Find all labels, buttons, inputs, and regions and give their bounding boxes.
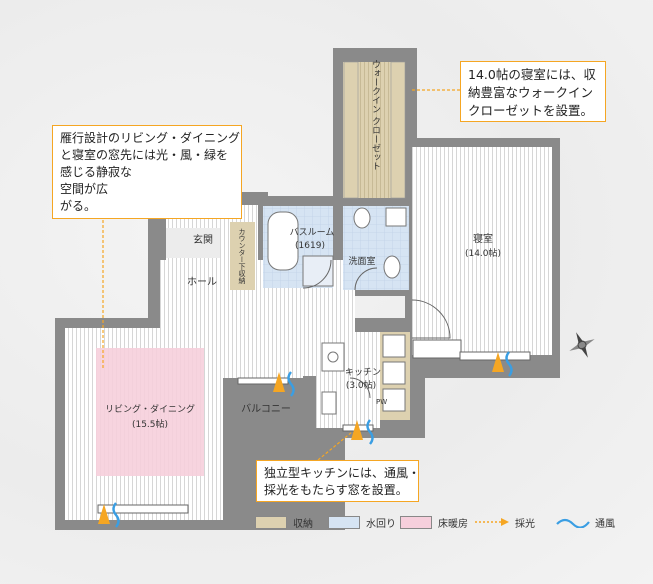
bedroom-note-line: 14.0帖の寝室には、収 bbox=[468, 67, 596, 82]
legend-storage-label: 収納 bbox=[293, 518, 313, 530]
living-note-line: と寝室の窓先には光・風・緑を bbox=[60, 148, 229, 162]
legend-wind-label: 通風 bbox=[595, 518, 615, 530]
living-note-line: 空間が広 bbox=[60, 182, 109, 196]
entrance-label: 玄関 bbox=[193, 233, 213, 246]
room-labels: ウォークイン クローゼット 寝室 (14.0帖) バスルーム (1619) 洗面… bbox=[105, 59, 501, 430]
living-note-line: がる。 bbox=[60, 199, 97, 213]
legend-water: 水回り bbox=[328, 515, 396, 530]
bedroom-note: 14.0帖の寝室には、収 納豊富なウォークイン クローゼットを設置。 bbox=[460, 61, 606, 122]
living-note-line: 感じる静寂な bbox=[60, 165, 133, 179]
living-size-label: (15.5帖) bbox=[132, 418, 168, 430]
legend-floor-heating: 床暖房 bbox=[400, 515, 468, 530]
bathroom-size-label: (1619) bbox=[295, 241, 325, 251]
wind-marker bbox=[112, 351, 513, 528]
legend-water-label: 水回り bbox=[366, 518, 396, 530]
kitchen-size-label: (3.0帖) bbox=[346, 379, 376, 391]
kitchen-note: 独立型キッチンには、通風・ 採光をもたらす窓を設置。 bbox=[256, 460, 421, 502]
light-marker bbox=[98, 352, 504, 524]
kitchen-note-line: 独立型キッチンには、通風・ bbox=[264, 466, 421, 480]
washroom-label: 洗面室 bbox=[348, 255, 375, 267]
bedroom-size-label: (14.0帖) bbox=[465, 247, 501, 259]
legend-light: 採光 bbox=[475, 515, 535, 530]
bedroom-note-line: クローゼットを設置。 bbox=[468, 103, 594, 118]
pw-label: PW bbox=[376, 398, 387, 406]
kitchen-label: キッチン bbox=[345, 367, 381, 378]
living-note-line: 雁行設計のリビング・ダイニング bbox=[60, 131, 241, 145]
fixtures bbox=[267, 207, 407, 415]
floor-heating-zone bbox=[96, 348, 204, 476]
balcony-label: バルコニー bbox=[241, 403, 291, 415]
legend-floor-heating-label: 床暖房 bbox=[438, 518, 468, 530]
wind-wave-icon bbox=[556, 518, 590, 528]
bedroom-note-line: 納豊富なウォークイン bbox=[468, 85, 594, 100]
note-leaders bbox=[102, 89, 460, 461]
hall-label: ホール bbox=[187, 276, 217, 288]
legend-storage: 収納 bbox=[255, 515, 313, 530]
walk-in-closet-label: ウォークイン クローゼット bbox=[370, 59, 381, 170]
compass-icon bbox=[569, 332, 595, 358]
bedroom-label: 寝室 bbox=[473, 232, 493, 245]
light-arrow-icon bbox=[475, 518, 509, 526]
kitchen-note-line: 採光をもたらす窓を設置。 bbox=[264, 483, 408, 497]
living-label: リビング・ダイニング bbox=[105, 403, 195, 415]
living-note: 雁行設計のリビング・ダイニング と寝室の窓先には光・風・緑を 感じる静寂な 空間… bbox=[52, 125, 242, 219]
counter-storage-label: カウンター下収納 bbox=[238, 228, 246, 285]
legend-light-label: 採光 bbox=[515, 518, 535, 530]
legend-wind: 通風 bbox=[555, 515, 615, 530]
bathroom-label: バスルーム bbox=[290, 227, 335, 238]
